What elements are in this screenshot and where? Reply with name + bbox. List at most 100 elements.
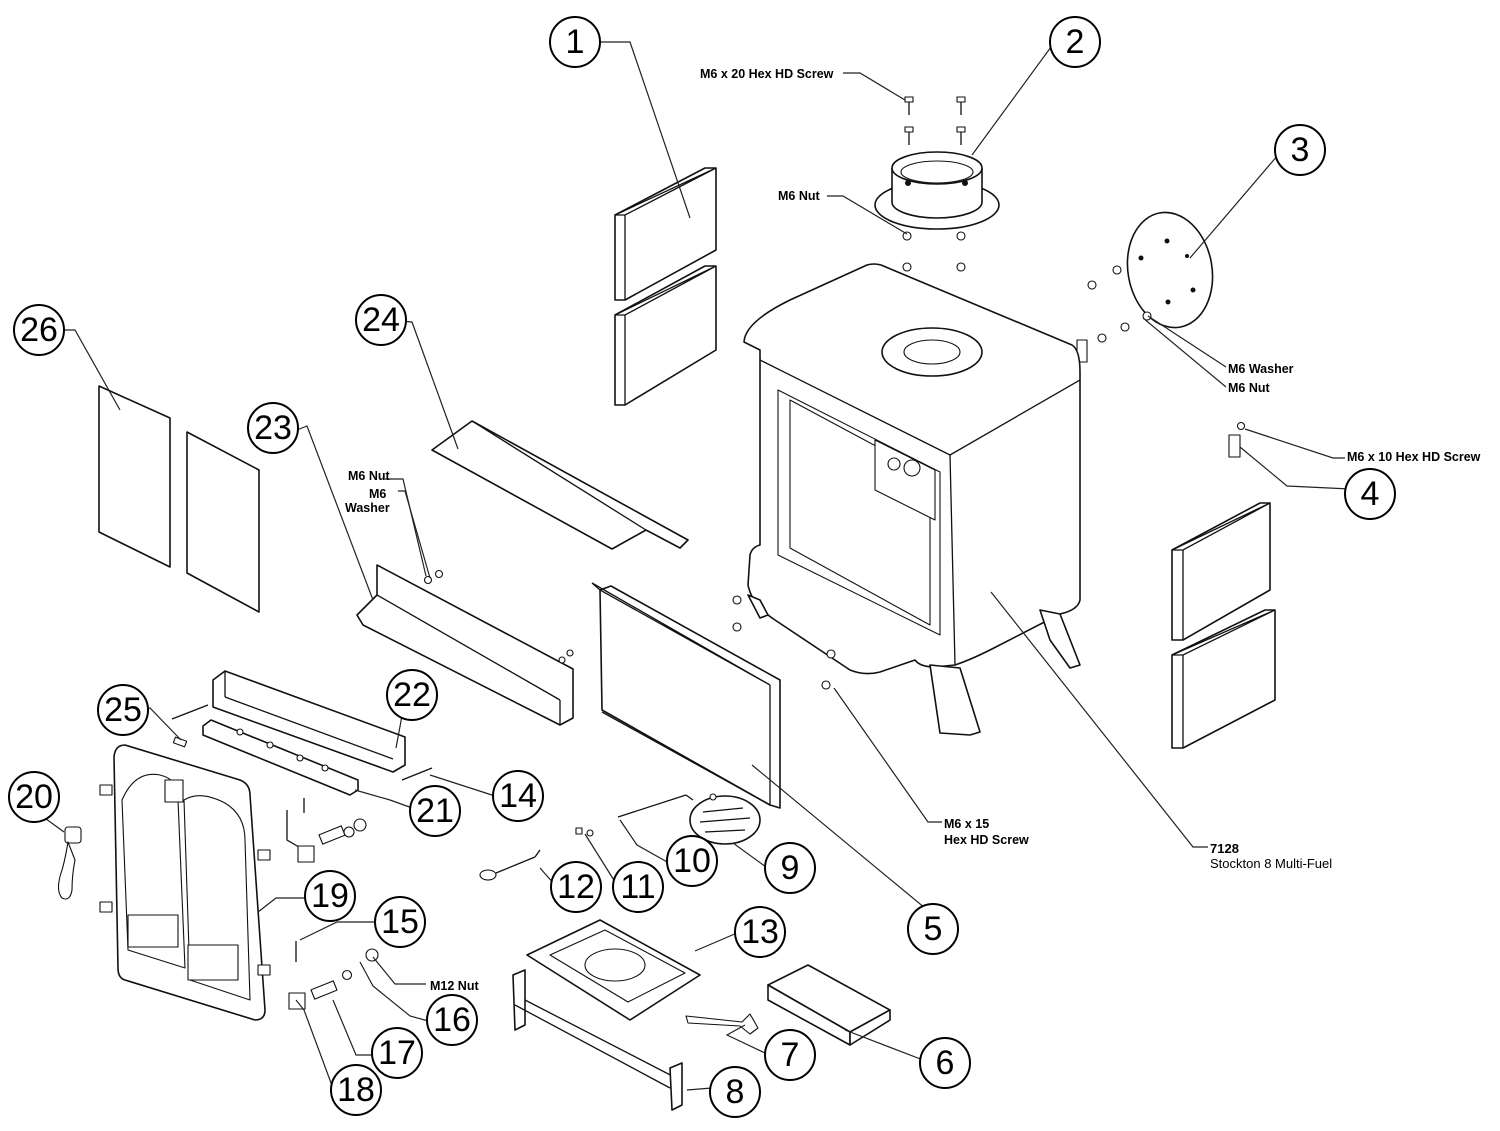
part-12-riddler <box>479 849 541 881</box>
label-m6x20-screw: M6 x 20 Hex HD Screw <box>700 67 834 81</box>
part-13-grate-frame <box>526 919 701 1021</box>
callout-25: 25 <box>97 684 149 736</box>
callout-number-24: 24 <box>362 301 400 339</box>
callout-20: 20 <box>8 771 60 823</box>
callout-number-14: 14 <box>499 777 537 815</box>
callout-17: 17 <box>371 1027 423 1079</box>
model-code: 7128 <box>1210 841 1239 856</box>
part-5-throat-plate <box>591 582 781 809</box>
callout-15: 15 <box>374 896 426 948</box>
part-21-airwash-rail <box>202 719 359 796</box>
part-2-flue-collar <box>874 151 1000 230</box>
label-m6-nut-baffle: M6 Nut <box>348 469 391 483</box>
part-4-bracket <box>1228 421 1246 458</box>
side-bricks-right <box>1171 502 1276 749</box>
callout-number-1: 1 <box>566 23 585 61</box>
callout-24: 24 <box>355 294 407 346</box>
stove-body-7128 <box>732 263 1081 736</box>
callout-number-9: 9 <box>781 849 800 887</box>
label-m6-nut-side: M6 Nut <box>1228 381 1271 395</box>
callout-number-6: 6 <box>936 1044 955 1082</box>
callout-18: 18 <box>330 1064 382 1116</box>
callout-23: 23 <box>247 402 299 454</box>
top-fixings <box>902 96 966 272</box>
leg-screw-2 <box>732 622 742 632</box>
part-19-doors <box>99 744 271 1021</box>
callout-11: 11 <box>612 861 664 913</box>
callout-number-25: 25 <box>104 691 142 729</box>
callout-number-21: 21 <box>416 792 454 830</box>
part-3-flue-cover-plate <box>1076 211 1214 363</box>
model-name: Stockton 8 Multi-Fuel <box>1210 856 1332 871</box>
screw-top-3 <box>904 126 914 145</box>
callout-number-11: 11 <box>620 868 655 906</box>
label-m6x15-screw-1: M6 x 15 <box>944 817 989 831</box>
label-m12-nut: M12 Nut <box>430 979 479 993</box>
callout-21: 21 <box>409 785 461 837</box>
callout-number-19: 19 <box>311 877 349 915</box>
callout-number-8: 8 <box>726 1073 745 1111</box>
callout-1: 1 <box>549 16 601 68</box>
part-23-baffle-lower <box>356 564 574 726</box>
part-10-riddling-rod <box>617 794 694 818</box>
latch-hardware-lower <box>288 941 379 1010</box>
callout-26: 26 <box>13 304 65 356</box>
callout-number-7: 7 <box>781 1036 800 1074</box>
part-24-baffle <box>431 420 689 550</box>
leg-screw-3 <box>826 649 836 659</box>
callout-14: 14 <box>492 770 544 822</box>
callout-number-16: 16 <box>433 1001 471 1039</box>
part-1-side-bricks <box>614 167 717 406</box>
callout-number-17: 17 <box>378 1034 416 1072</box>
callout-number-26: 26 <box>20 311 58 349</box>
callout-number-23: 23 <box>254 409 292 447</box>
latch-hardware-upper <box>286 798 367 863</box>
leader-lines <box>41 41 1351 1092</box>
screw-top-4 <box>956 126 966 145</box>
callout-10: 10 <box>666 835 718 887</box>
callout-number-12: 12 <box>557 868 595 906</box>
callout-3: 3 <box>1274 124 1326 176</box>
label-m6-washer-baffle-2: Washer <box>345 501 390 515</box>
part-11-nuts <box>575 827 594 837</box>
part-26-glass-panels <box>98 385 260 613</box>
callout-2: 2 <box>1049 16 1101 68</box>
callout-16: 16 <box>426 994 478 1046</box>
callout-number-3: 3 <box>1291 131 1310 169</box>
callout-7: 7 <box>764 1029 816 1081</box>
label-m6x15-screw-2: Hex HD Screw <box>944 833 1029 847</box>
callout-number-22: 22 <box>393 676 431 714</box>
part-6-ash-pan <box>767 964 891 1046</box>
callout-19: 19 <box>304 870 356 922</box>
screw-top-2 <box>956 96 966 115</box>
callout-22: 22 <box>386 669 438 721</box>
part-7-tool <box>685 1013 759 1035</box>
label-m6-washer-baffle-1: M6 <box>369 487 386 501</box>
callout-number-5: 5 <box>924 910 943 948</box>
callout-number-2: 2 <box>1066 23 1085 61</box>
callout-8: 8 <box>709 1066 761 1118</box>
leg-screw-1 <box>732 595 742 605</box>
part-14-rod <box>401 767 433 781</box>
part-8-grate-support <box>512 969 683 1111</box>
callout-number-4: 4 <box>1361 475 1380 513</box>
callout-4: 4 <box>1344 468 1396 520</box>
callout-number-10: 10 <box>673 842 711 880</box>
part-9-grate <box>689 793 761 845</box>
callout-5: 5 <box>907 903 959 955</box>
callout-number-20: 20 <box>15 778 53 816</box>
label-m6-washer-side: M6 Washer <box>1228 362 1294 376</box>
label-m6-nut-top: M6 Nut <box>778 189 821 203</box>
callout-13: 13 <box>734 906 786 958</box>
part-20-handle <box>57 826 82 900</box>
callout-9: 9 <box>764 842 816 894</box>
callout-number-15: 15 <box>381 903 419 941</box>
callout-number-18: 18 <box>337 1071 375 1109</box>
label-m6x10-screw: M6 x 10 Hex HD Screw <box>1347 450 1481 464</box>
callout-number-13: 13 <box>741 913 779 951</box>
callout-6: 6 <box>919 1037 971 1089</box>
callout-12: 12 <box>550 861 602 913</box>
leg-screw-4 <box>821 680 831 690</box>
screw-top-1 <box>904 96 914 115</box>
